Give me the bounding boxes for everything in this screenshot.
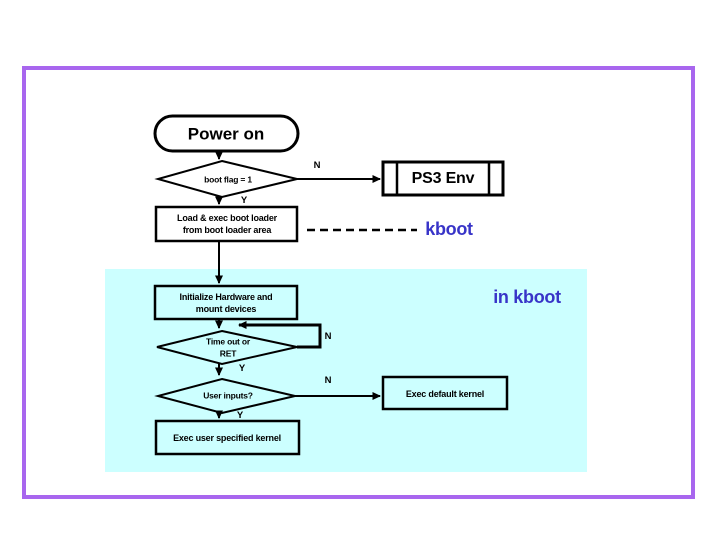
load-exec-process <box>154 205 299 243</box>
boot-flag-label: boot flag = 1 <box>204 174 252 185</box>
branch-y-execuser: Y <box>236 410 244 422</box>
exec-default-label: Exec default kernel <box>405 389 485 399</box>
timeout-n-loopback <box>238 321 322 349</box>
outer-frame-border <box>22 66 695 499</box>
branch-y-load: Y <box>240 195 248 207</box>
kboot-label: kboot <box>425 218 473 239</box>
user-inputs-label: User inputs? <box>203 390 253 401</box>
ps3-env-process <box>381 160 505 197</box>
init-hardware-label-line1: Initialize Hardware and <box>179 292 273 302</box>
in-kboot-label: in kboot <box>493 286 561 307</box>
init-hardware-process <box>153 284 299 321</box>
load-exec-label-line2: from boot loader area <box>182 225 272 235</box>
exec-user-process <box>154 419 301 456</box>
timeout-decision <box>156 329 298 366</box>
ps3-env-label: PS3 Env <box>411 170 475 187</box>
branch-n-ps3: N <box>313 160 321 172</box>
exec-user-label: Exec user specified kernel <box>173 433 281 443</box>
load-exec-label-line1: Load & exec boot loader <box>177 213 277 223</box>
power-on-label: Power on <box>187 124 265 144</box>
in-kboot-region <box>105 269 587 472</box>
exec-default-process <box>381 375 509 411</box>
init-hardware-label-line2: mount devices <box>195 304 257 314</box>
branch-y-userinputs: Y <box>238 363 246 375</box>
timeout-label-line2: RET <box>219 348 237 359</box>
branch-n-loop: N <box>324 331 332 343</box>
timeout-label-line1: Time out or <box>206 336 250 347</box>
branch-n-execdefault: N <box>324 375 332 387</box>
power-on-terminator <box>153 114 300 153</box>
